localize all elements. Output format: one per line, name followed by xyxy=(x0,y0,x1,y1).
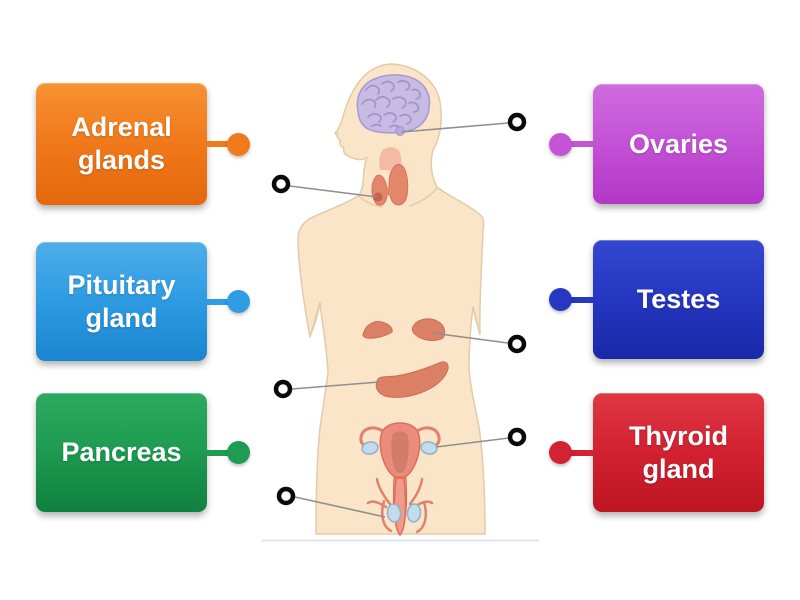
testes-organ xyxy=(366,477,434,537)
right-arm-line xyxy=(472,306,481,336)
pointer-line-adrenal xyxy=(431,332,509,344)
connector-stem xyxy=(561,449,593,456)
label-pituitary-gland[interactable]: Pituitary gland xyxy=(36,242,250,361)
connector-dot xyxy=(227,441,250,464)
left-testis xyxy=(386,503,402,523)
right-collar-line xyxy=(408,187,438,207)
connector-dot xyxy=(227,132,250,156)
target-ring-brain[interactable] xyxy=(507,112,527,132)
left-arm-line xyxy=(309,301,321,337)
connector-dot xyxy=(227,290,250,313)
connector-dot xyxy=(549,441,572,464)
left-ovary xyxy=(361,441,379,455)
brain-organ xyxy=(356,74,431,136)
right-testis xyxy=(406,503,422,523)
target-ring-abdomen-mid[interactable] xyxy=(273,379,293,399)
connector-stem xyxy=(561,296,593,303)
pancreas-organ xyxy=(375,361,449,398)
left-collar-line xyxy=(358,195,384,208)
connector-stem xyxy=(207,141,239,147)
target-points xyxy=(271,112,527,506)
pointer-line-pancreas xyxy=(291,381,380,390)
label-pancreas[interactable]: Pancreas xyxy=(36,393,250,512)
target-ring-pelvis-upper[interactable] xyxy=(507,427,527,447)
label-thyroid-gland[interactable]: Thyroid gland xyxy=(549,393,764,512)
body-illustration xyxy=(262,63,539,542)
adrenal-glands-organ xyxy=(362,318,446,341)
connector-dot xyxy=(549,132,572,156)
label-ovaries-text: Ovaries xyxy=(628,128,729,159)
connector-stem xyxy=(207,298,239,305)
label-thyroid-gland-text: Thyroid gland xyxy=(629,420,728,484)
pointer-line-testes xyxy=(294,496,386,518)
pointer-line-thyroid xyxy=(289,185,378,198)
brain-folds xyxy=(361,80,421,128)
pointer-line-ovaries xyxy=(435,437,510,448)
label-adrenal-glands[interactable]: Adrenal glands xyxy=(36,83,250,205)
label-pituitary-gland-text: Pituitary gland xyxy=(67,269,176,333)
pointer-line-pituitary xyxy=(401,122,509,133)
label-ovaries[interactable]: Ovaries xyxy=(549,84,764,204)
right-ovary xyxy=(420,441,438,455)
pointer-lines xyxy=(289,122,510,518)
label-adrenal-glands-text: Adrenal glands xyxy=(71,112,172,175)
body-silhouette xyxy=(297,63,486,535)
connector-stem xyxy=(561,141,593,147)
target-ring-abdomen-upper[interactable] xyxy=(507,334,527,354)
label-testes-text: Testes xyxy=(636,284,721,315)
target-ring-pelvis-lower[interactable] xyxy=(276,486,296,506)
connector-stem xyxy=(207,449,239,456)
connector-dot xyxy=(549,288,572,311)
pituitary-nub xyxy=(395,126,405,136)
label-testes[interactable]: Testes xyxy=(549,240,764,359)
label-pancreas-text: Pancreas xyxy=(61,437,182,468)
target-ring-neck[interactable] xyxy=(271,174,291,194)
